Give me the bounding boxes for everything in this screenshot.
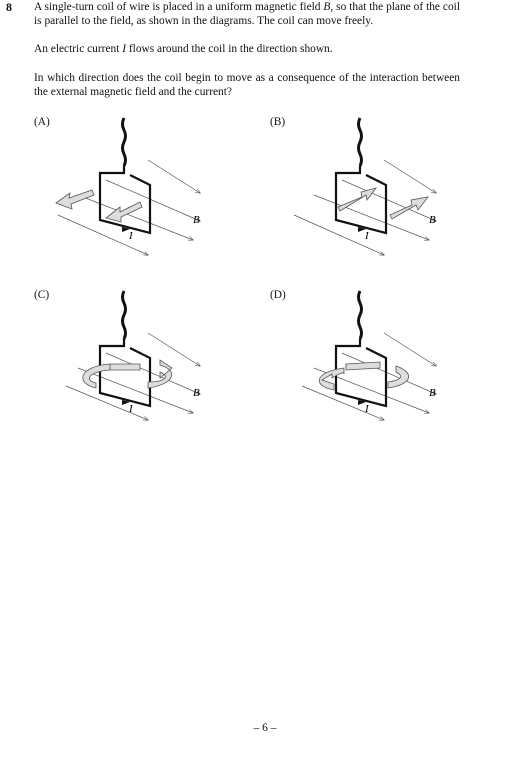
suspension-wire <box>121 117 127 167</box>
diagram-b: B I <box>293 117 484 275</box>
field-label: B <box>193 387 200 399</box>
rotation-arrow-icon <box>82 359 173 389</box>
field-label: B <box>429 387 436 399</box>
field-lines <box>57 159 200 255</box>
force-arrow-right-icon <box>389 196 429 220</box>
current-statement: An electric current I flows around the c… <box>34 42 460 56</box>
option-a-label: (A) <box>34 116 50 128</box>
field-lines <box>65 332 200 420</box>
current-symbol: I <box>122 43 127 55</box>
coil <box>98 339 152 408</box>
option-d-label: (D) <box>270 289 286 301</box>
field-label: B <box>193 214 200 226</box>
current-label: I <box>364 230 370 242</box>
coil <box>334 339 388 408</box>
diagram-d: B I <box>301 290 484 448</box>
coil <box>334 166 388 235</box>
option-c-label: (C) <box>34 289 50 301</box>
field-lines <box>293 159 436 255</box>
suspension-wire <box>357 117 363 167</box>
force-arrow-into-coil-icon <box>105 201 143 223</box>
field-label: B <box>429 214 436 226</box>
current-label: I <box>128 403 134 415</box>
question-number: 8 <box>6 0 12 14</box>
stem-text-1: A single-turn coil of wire is placed in … <box>34 1 324 13</box>
current-label: I <box>128 230 134 242</box>
current-text-2: flows around the coil in the direction s… <box>126 43 333 55</box>
question-stem: A single-turn coil of wire is placed in … <box>34 0 460 28</box>
stem-text-2: , so that the plane of the coil is paral… <box>34 1 460 27</box>
suspension-wire <box>357 290 363 340</box>
suspension-wire <box>121 290 127 340</box>
question-prompt: In which direction does the coil begin t… <box>34 72 460 98</box>
stem-field-symbol: B <box>323 1 331 13</box>
diagram-c: B I <box>65 290 248 448</box>
force-arrow-left-icon <box>55 189 95 210</box>
option-b-label: (B) <box>270 116 286 128</box>
diagram-a: B I <box>55 117 248 275</box>
current-label: I <box>364 403 370 415</box>
rotation-arrow-icon <box>318 361 409 391</box>
current-text-1: An electric current <box>34 43 123 55</box>
page-number: – 6 – <box>253 722 277 734</box>
force-arrow-out-of-coil-icon <box>337 187 378 212</box>
coil <box>98 166 152 235</box>
